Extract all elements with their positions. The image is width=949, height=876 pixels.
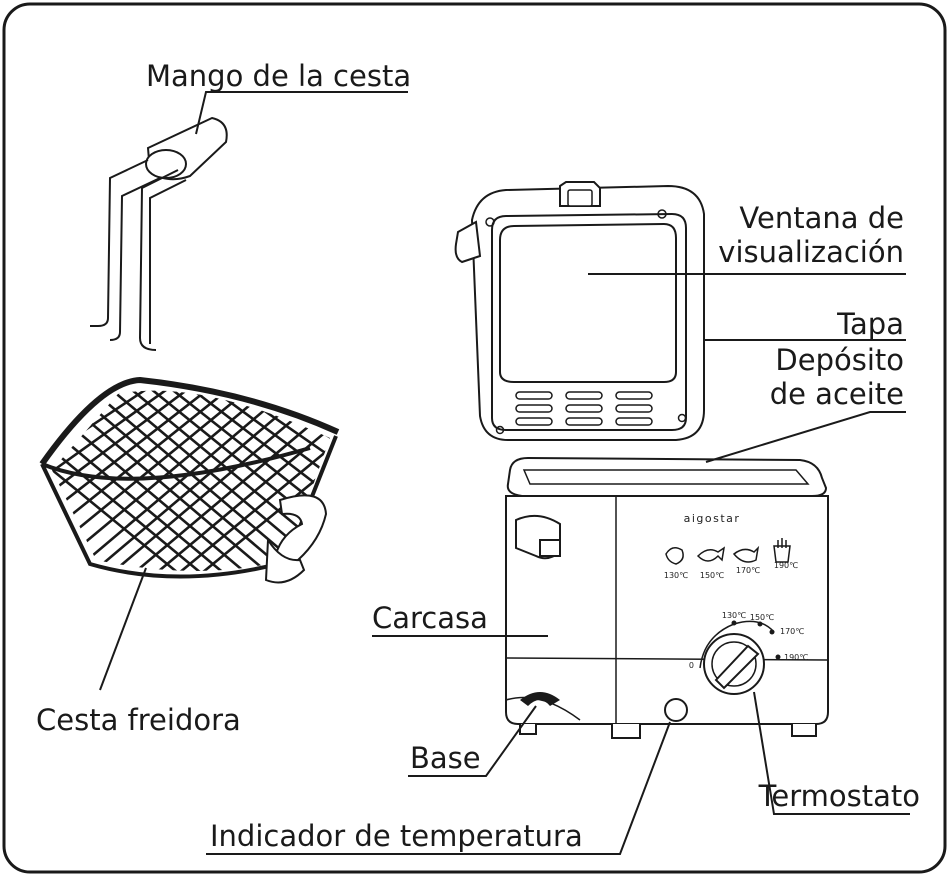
- fryer-illustration: aigostar 130℃ 150℃ 170℃ 190℃ 0 130℃ 150℃…: [454, 181, 829, 739]
- label-base: Base: [410, 741, 481, 775]
- leader-lines: [99, 91, 910, 855]
- frying-basket-illustration: [39, 376, 340, 584]
- chicken-icon: [732, 545, 760, 563]
- label-oil-tank-1: Depósito: [775, 343, 904, 377]
- preset-icons: [665, 538, 791, 565]
- basket-handle-illustration: [90, 116, 228, 351]
- dial-mark-130: 130℃: [722, 611, 746, 620]
- brand-label: aigostar: [684, 512, 741, 525]
- dial-mark-150: 150℃: [750, 613, 774, 622]
- dial-mark-190: 190℃: [784, 653, 808, 662]
- label-housing: Carcasa: [372, 601, 488, 635]
- label-temperature-indicator: Indicador de temperatura: [210, 819, 583, 853]
- preset-170: 170℃: [736, 566, 760, 575]
- fish-icon: [696, 546, 726, 562]
- preset-190: 190℃: [774, 561, 798, 570]
- preset-130: 130℃: [664, 571, 688, 580]
- dial-mark-170: 170℃: [780, 627, 804, 636]
- label-frying-basket: Cesta freidora: [36, 703, 241, 737]
- viewing-window-shape: [499, 222, 677, 383]
- label-thermostat: Termostato: [758, 779, 920, 813]
- label-oil-tank-2: de aceite: [770, 377, 904, 411]
- shrimp-icon: [665, 547, 684, 565]
- temperature-indicator-light: [664, 698, 688, 722]
- label-viewing-window-2: visualización: [718, 235, 904, 269]
- preset-150: 150℃: [700, 571, 724, 580]
- label-viewing-window-1: Ventana de: [739, 201, 904, 235]
- dial-mark-0: 0: [689, 661, 694, 670]
- fries-icon: [773, 538, 791, 563]
- label-lid: Tapa: [836, 307, 904, 341]
- label-basket-handle: Mango de la cesta: [146, 59, 411, 93]
